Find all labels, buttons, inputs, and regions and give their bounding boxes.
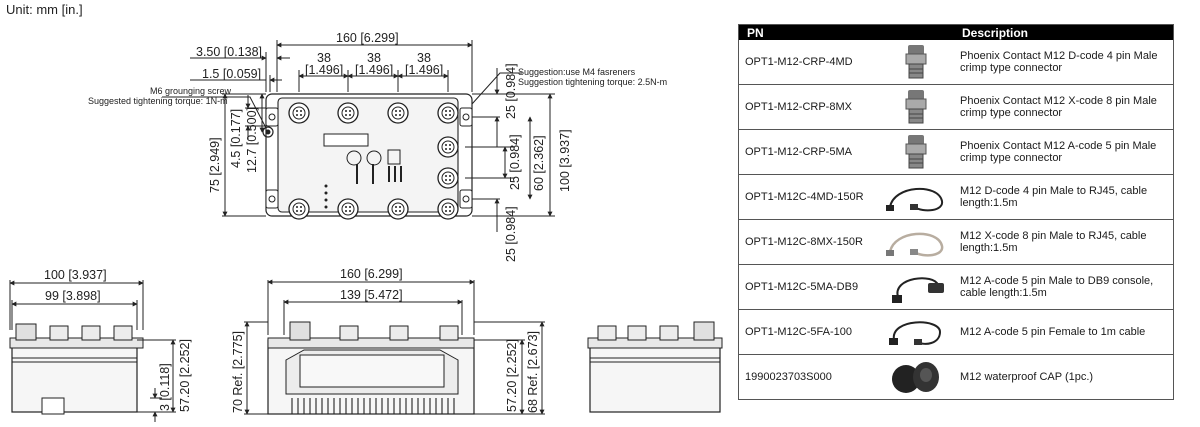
- part-description: M12 X-code 8 pin Male to RJ45, cable len…: [954, 219, 1174, 265]
- dim-pitch-1-in: [1.496]: [305, 63, 343, 77]
- cable-icon: [878, 174, 954, 220]
- table-row: OPT1-M12-CRP-4MD Phoenix Contact M12 D-c…: [738, 40, 1174, 85]
- dim-offset-3-50: 3.50 [0.138]: [196, 45, 262, 59]
- front-view: [244, 279, 545, 415]
- mount-screw-label: Suggestion:use M4 fasreners: [518, 67, 636, 77]
- table-row: 1990023703S000 M12 waterproof CAP (1pc.): [738, 354, 1174, 400]
- cable-icon: [878, 219, 954, 265]
- part-description: Phoenix Contact M12 X-code 8 pin Male cr…: [954, 84, 1174, 130]
- side-width-100: 100 [3.937]: [44, 268, 107, 282]
- dim-offset-1-5: 1.5 [0.059]: [202, 67, 261, 81]
- part-number: OPT1-M12C-5FA-100: [738, 309, 878, 355]
- dim-pitch-2: 38: [367, 51, 381, 65]
- header-pn: PN: [738, 24, 954, 40]
- part-number: OPT1-M12-CRP-8MX: [738, 84, 878, 130]
- front-height-70: 70 Ref. [2.775]: [231, 331, 245, 413]
- part-description: Phoenix Contact M12 A-code 5 pin Male cr…: [954, 129, 1174, 175]
- dimension-drawing: 160 [6.299] 3.50 [0.138] 1.5 [0.059] 38 …: [9, 31, 723, 422]
- cable-icon: [878, 309, 954, 355]
- table-row: OPT1-M12-CRP-5MA Phoenix Contact M12 A-c…: [738, 129, 1174, 175]
- header-description: Description: [954, 24, 1174, 40]
- part-number: OPT1-M12-CRP-4MD: [738, 40, 878, 85]
- dim-right-60: 60 [2.362]: [532, 135, 546, 191]
- connector-icon: [878, 84, 954, 130]
- top-view: [162, 40, 555, 232]
- dim-width-160: 160 [6.299]: [336, 31, 399, 45]
- front-height-68: 68 Ref. [2.673]: [526, 331, 540, 413]
- mount-torque-label: Suggestion tightening torque: 2.5N-m: [518, 77, 667, 87]
- dim-pitch-2-in: [1.496]: [355, 63, 393, 77]
- side-dim-57-20: 57.20 [2.252]: [178, 339, 192, 412]
- part-number: OPT1-M12-CRP-5MA: [738, 129, 878, 175]
- table-row: OPT1-M12C-5MA-DB9 M12 A-code 5 pin Male …: [738, 264, 1174, 310]
- dim-pitch-3: 38: [417, 51, 431, 65]
- table-header-row: PN Description: [738, 24, 1174, 40]
- part-number: OPT1-M12C-4MD-150R: [738, 174, 878, 220]
- dim-right-25-mid: 25 [0.984]: [508, 134, 522, 190]
- dim-12-7: 12.7 [0.500]: [245, 107, 259, 173]
- table-row: OPT1-M12C-8MX-150R M12 X-code 8 pin Male…: [738, 219, 1174, 265]
- unit-label: Unit: mm [in.]: [6, 2, 83, 17]
- dim-right-100: 100 [3.937]: [558, 129, 572, 192]
- parts-table: PN Description OPT1-M12-CRP-4MD Phoenix …: [738, 24, 1174, 400]
- ground-torque-label: Suggested tightening torque: 1N-m: [88, 96, 228, 106]
- front-width-139: 139 [5.472]: [340, 288, 403, 302]
- dim-pitch-1: 38: [317, 51, 331, 65]
- rear-view: [587, 321, 723, 413]
- connector-icon: [878, 40, 954, 85]
- table-row: OPT1-M12C-5FA-100 M12 A-code 5 pin Femal…: [738, 309, 1174, 355]
- part-description: M12 waterproof CAP (1pc.): [954, 354, 1174, 400]
- part-number: 1990023703S000: [738, 354, 878, 400]
- ground-screw-label: M6 grounging screw: [150, 86, 232, 96]
- front-height-57-20: 57.20 [2.252]: [505, 339, 519, 412]
- dim-4-5: 4.5 [0.177]: [229, 109, 243, 168]
- part-number: OPT1-M12C-8MX-150R: [738, 219, 878, 265]
- dim-height-75: 75 [2.949]: [208, 137, 222, 193]
- side-width-99: 99 [3.898]: [45, 289, 101, 303]
- part-description: Phoenix Contact M12 D-code 4 pin Male cr…: [954, 40, 1174, 85]
- dim-pitch-3-in: [1.496]: [405, 63, 443, 77]
- side-dim-3: 3 [0.118]: [158, 363, 172, 411]
- table-row: OPT1-M12-CRP-8MX Phoenix Contact M12 X-c…: [738, 84, 1174, 130]
- part-number: OPT1-M12C-5MA-DB9: [738, 264, 878, 310]
- part-description: M12 A-code 5 pin Female to 1m cable: [954, 309, 1174, 355]
- front-width-160: 160 [6.299]: [340, 267, 403, 281]
- connector-icon: [878, 129, 954, 175]
- dim-right-25-bot: 25 [0.984]: [504, 206, 518, 262]
- side-view: [9, 280, 176, 422]
- dim-right-25-top: 25 [0.984]: [504, 63, 518, 119]
- part-description: M12 A-code 5 pin Male to DB9 console, ca…: [954, 264, 1174, 310]
- cap-icon: [878, 354, 954, 400]
- table-row: OPT1-M12C-4MD-150R M12 D-code 4 pin Male…: [738, 174, 1174, 220]
- part-description: M12 D-code 4 pin Male to RJ45, cable len…: [954, 174, 1174, 220]
- db9-cable-icon: [878, 264, 954, 310]
